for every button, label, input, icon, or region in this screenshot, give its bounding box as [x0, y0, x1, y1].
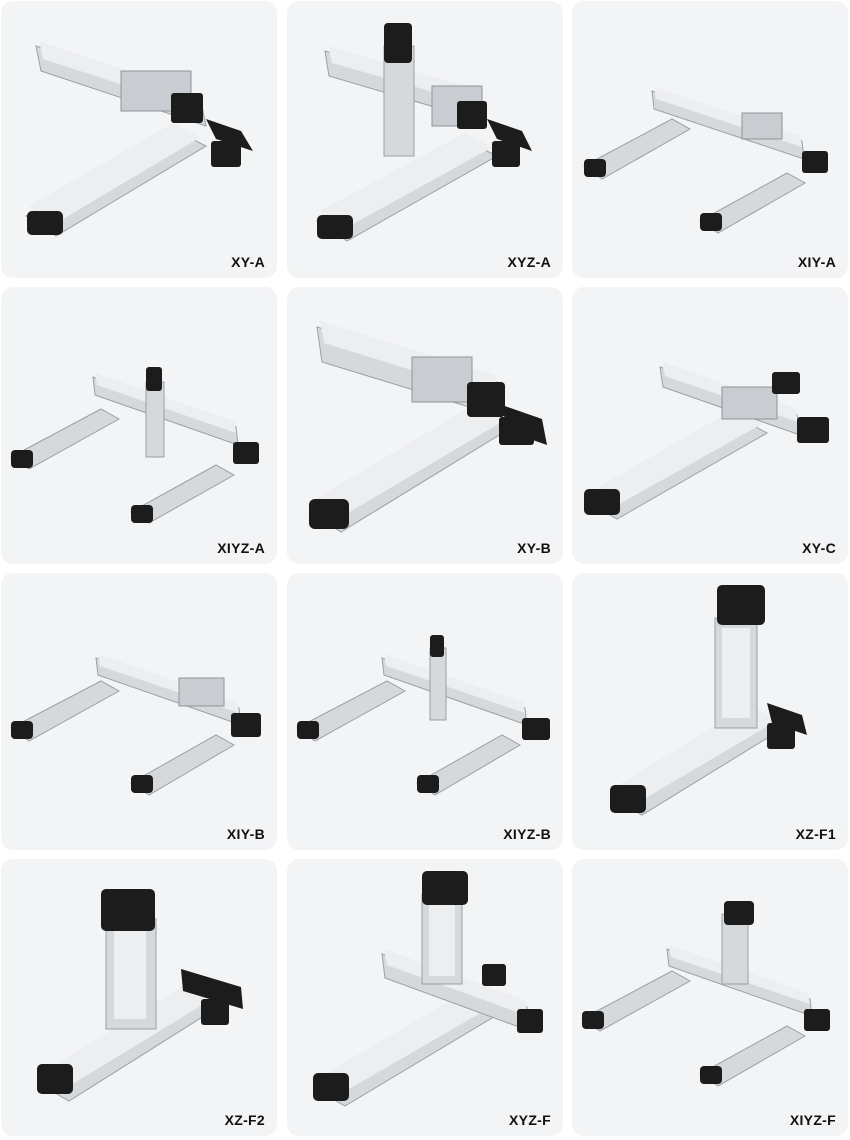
product-label: XY-B — [517, 540, 551, 556]
product-card-xiy-a[interactable]: XIY-A — [572, 1, 848, 278]
product-label: XIYZ-A — [217, 540, 265, 556]
product-card-xiy-b[interactable]: XIY-B — [1, 573, 277, 850]
product-card-xyz-a[interactable]: XYZ-A — [287, 1, 563, 278]
product-card-xy-a[interactable]: XY-A — [1, 1, 277, 278]
xiyz-b-stage-image — [296, 635, 550, 796]
product-card-xiyz-f[interactable]: XIYZ-F — [572, 859, 848, 1136]
product-card-xz-f2[interactable]: XZ-F2 — [1, 859, 277, 1136]
product-card-xiyz-b[interactable]: XIYZ-B — [287, 573, 563, 850]
product-label: XYZ-F — [509, 1112, 551, 1128]
xy-b-stage-image — [308, 321, 547, 533]
xy-c-stage-image — [584, 362, 829, 520]
product-card-xiyz-a[interactable]: XIYZ-A — [1, 287, 277, 564]
xiyz-f-stage-image — [581, 901, 830, 1087]
xyz-a-stage-image — [316, 23, 532, 242]
product-label: XZ-F1 — [795, 826, 836, 842]
xiyz-a-stage-image — [10, 367, 259, 524]
product-card-xy-c[interactable]: XY-C — [572, 287, 848, 564]
product-card-xy-b[interactable]: XY-B — [287, 287, 563, 564]
product-card-xz-f1[interactable]: XZ-F1 — [572, 573, 848, 850]
product-label: XIYZ-F — [789, 1112, 836, 1128]
product-label: XIY-A — [797, 254, 836, 270]
xy-a-stage-image — [25, 41, 253, 237]
product-label: XYZ-A — [507, 254, 551, 270]
xz-f2-stage-image — [37, 889, 243, 1102]
product-label: XIY-B — [226, 826, 265, 842]
xz-f1-stage-image — [610, 585, 807, 816]
xyz-f-stage-image — [313, 871, 543, 1107]
product-label: XZ-F2 — [224, 1112, 265, 1128]
product-card-xyz-f[interactable]: XYZ-F — [287, 859, 563, 1136]
product-label: XIYZ-B — [503, 826, 551, 842]
product-label: XY-C — [802, 540, 836, 556]
xiy-a-stage-image — [583, 87, 828, 234]
xiy-b-stage-image — [10, 654, 261, 796]
product-label: XY-A — [231, 254, 265, 270]
